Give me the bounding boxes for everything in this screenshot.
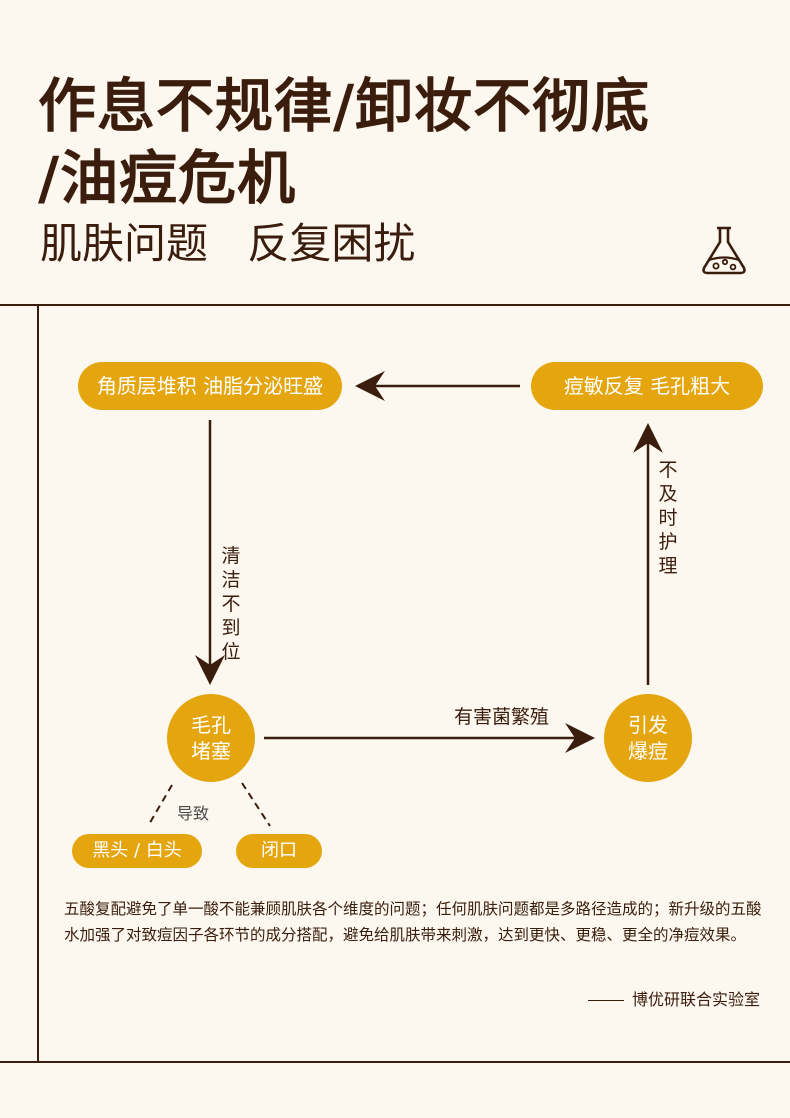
node-pore-blocked: 毛孔 堵塞 [167, 694, 255, 782]
node-breakout-line2: 爆痘 [628, 739, 668, 763]
node-blackhead-whitehead: 黑头 / 白头 [72, 834, 202, 868]
page-subtitle: 肌肤问题 反复困扰 [40, 219, 416, 268]
description-text: 五酸复配避免了单一酸不能兼顾肌肤各个维度的问题；任何肌肤问题都是多路径造成的；新… [64, 900, 762, 944]
flask-icon [702, 226, 746, 275]
node-breakout-line1: 引发 [628, 713, 668, 737]
title-line-1: 作息不规律/卸妆不彻底 [38, 72, 651, 140]
edge-label-cleaning: 清洁不到位 [221, 545, 241, 663]
edge-label-bacteria: 有害菌繁殖 [454, 706, 550, 728]
credit-dash [587, 999, 624, 1002]
node-acne-pores: 痘敏反复 毛孔粗大 [531, 362, 763, 410]
title-line-2: /油痘危机 [38, 144, 297, 212]
divider-left [37, 304, 39, 1062]
edge-label-care: 不及时护理 [658, 459, 678, 577]
node-pore-blocked-line1: 毛孔 [191, 713, 231, 737]
dashed-right [241, 782, 271, 827]
divider-top [0, 304, 790, 306]
credit-text: 博优研联合实验室 [631, 990, 760, 1009]
edge-label-lead: 导致 [177, 804, 210, 823]
dashed-left [147, 784, 173, 827]
page-title: 作息不规律/卸妆不彻底 /油痘危机 [38, 70, 650, 214]
node-breakout: 引发 爆痘 [604, 694, 692, 782]
divider-bottom [0, 1061, 790, 1063]
node-keratin-oil: 角质层堆积 油脂分泌旺盛 [78, 362, 342, 410]
node-pore-blocked-line2: 堵塞 [191, 739, 231, 763]
credit-line: 博优研联合实验室 [587, 986, 760, 1010]
node-closed-comedo: 闭口 [236, 834, 322, 868]
